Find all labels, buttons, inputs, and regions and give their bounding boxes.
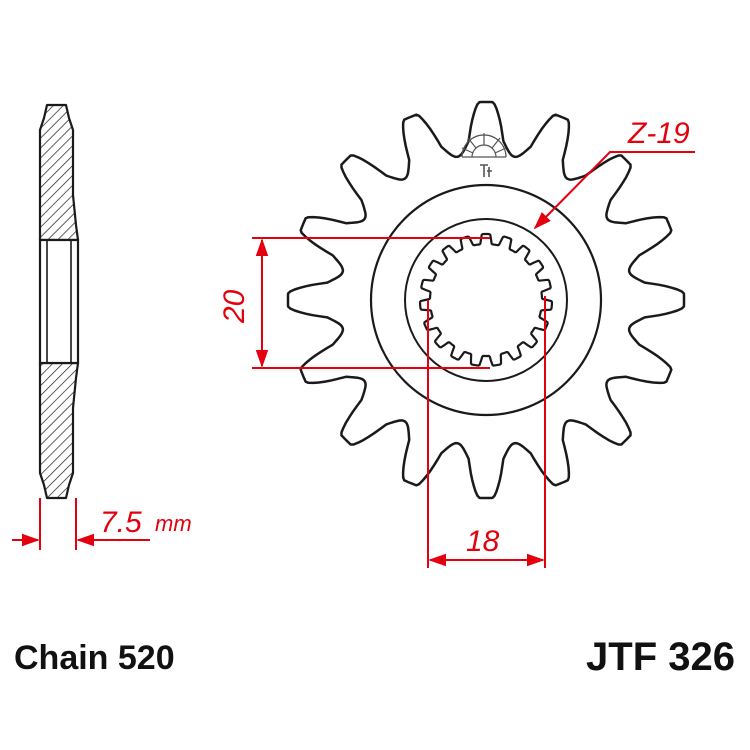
- teeth-leader-line: [533, 151, 695, 230]
- side-section-view: [38, 103, 80, 500]
- spline-bore-outline: [418, 232, 554, 367]
- thickness-unit: mm: [155, 511, 192, 536]
- jt-logo-icon: [461, 133, 507, 177]
- hub-circle: [369, 183, 603, 417]
- part-number-label: JTF 326: [586, 635, 735, 679]
- bore-relief-circle: [404, 218, 568, 382]
- spline-height-dimension: 20: [218, 237, 490, 369]
- front-view: [286, 100, 686, 500]
- spline-height-value: 20: [218, 289, 251, 324]
- teeth-count-callout: Z-19: [533, 117, 695, 230]
- thickness-dimension: 7.5 mm: [12, 498, 192, 550]
- thickness-value: 7.5: [100, 506, 142, 539]
- side-section-upper: [38, 103, 80, 242]
- side-section-bore: [38, 238, 80, 365]
- spline-width-dimension: 18: [427, 296, 546, 568]
- side-section-lower: [38, 361, 80, 500]
- chain-size-label: Chain 520: [14, 639, 175, 677]
- teeth-count-label: Z-19: [627, 117, 690, 150]
- spline-width-value: 18: [466, 525, 500, 558]
